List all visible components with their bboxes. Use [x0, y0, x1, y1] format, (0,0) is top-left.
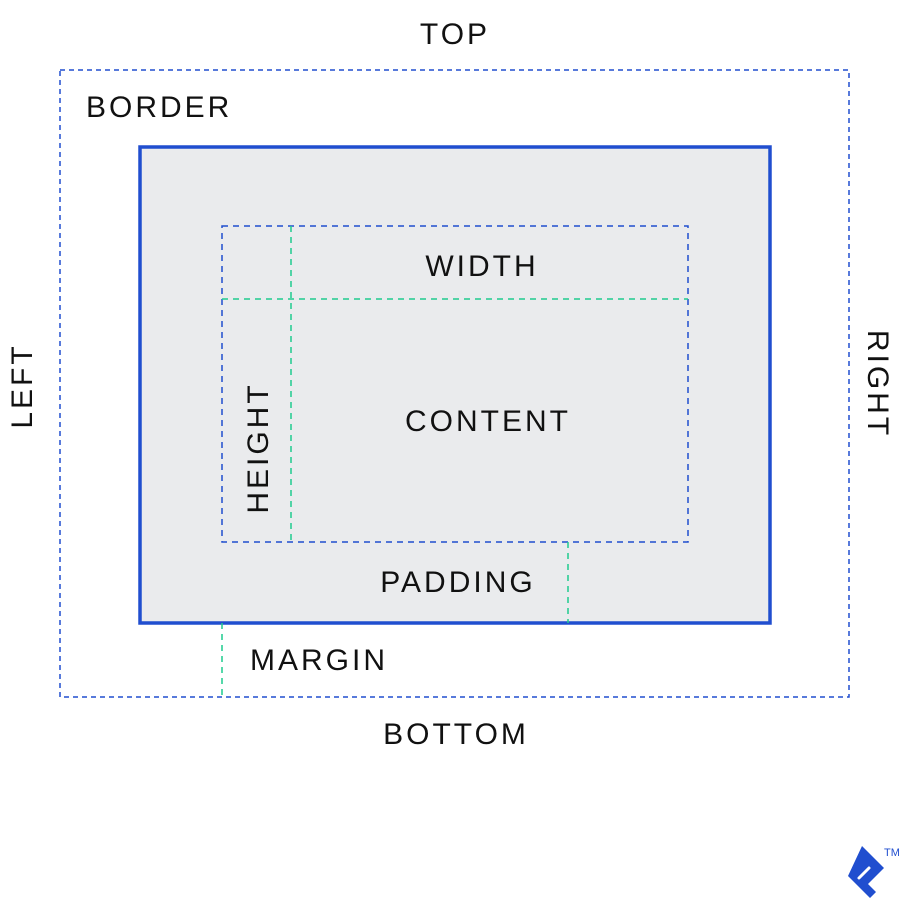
label-margin: MARGIN [250, 644, 388, 677]
label-left: LEFT [6, 343, 39, 428]
label-padding: PADDING [380, 566, 535, 599]
toptal-logo: TM [848, 846, 900, 898]
content-box [221, 225, 689, 543]
trademark-label: TM [884, 847, 900, 859]
border-box [138, 145, 772, 625]
label-bottom: BOTTOM [383, 718, 529, 751]
label-height: HEIGHT [242, 382, 275, 513]
label-content: CONTENT [405, 405, 571, 438]
label-width: WIDTH [425, 250, 538, 283]
margin-box [59, 69, 850, 698]
label-top: TOP [420, 18, 490, 51]
label-right: RIGHT [861, 330, 894, 438]
label-border: BORDER [86, 91, 232, 124]
